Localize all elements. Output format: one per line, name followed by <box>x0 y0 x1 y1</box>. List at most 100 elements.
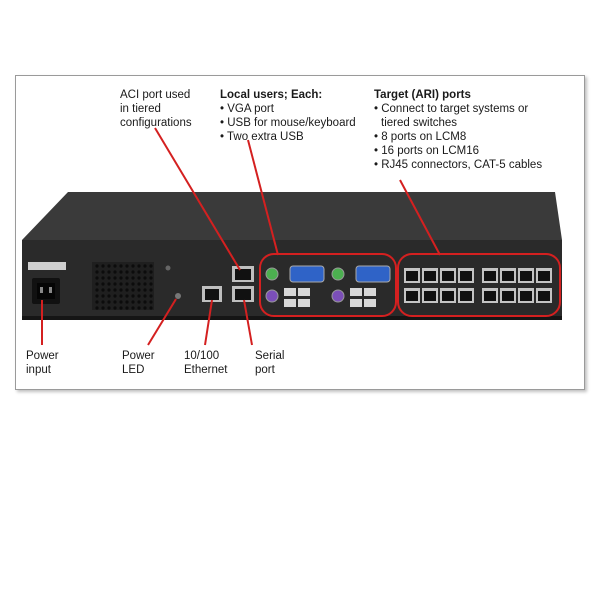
rj45-port-opening <box>406 291 418 301</box>
vent-hole <box>95 270 99 274</box>
vent-hole <box>125 300 129 304</box>
vent-hole <box>131 288 135 292</box>
vent-hole <box>95 276 99 280</box>
vent-hole <box>119 300 123 304</box>
aci-port <box>232 266 254 282</box>
vent-hole <box>107 276 111 280</box>
vent-hole <box>143 306 147 310</box>
vent-hole <box>95 306 99 310</box>
label-power-input: Power input <box>26 350 59 376</box>
vent-hole <box>95 300 99 304</box>
rj45-port-opening <box>424 291 436 301</box>
vent-hole <box>113 306 117 310</box>
rj45-port-opening <box>484 271 496 281</box>
local-user-ports-2 <box>331 265 391 307</box>
vent-hole <box>107 270 111 274</box>
chassis-bottom-edge <box>22 316 562 320</box>
rj45-port-opening <box>424 271 436 281</box>
vent-hole <box>101 264 105 268</box>
label-ethernet: 10/100 Ethernet <box>184 350 228 376</box>
vent-hole <box>107 306 111 310</box>
pointer-ethernet <box>204 299 213 346</box>
rj45-port-opening <box>520 271 532 281</box>
vent-hole <box>137 306 141 310</box>
vent-hole <box>137 288 141 292</box>
vent-hole <box>107 300 111 304</box>
pointer-target-ports <box>399 179 441 256</box>
rj45-port-opening <box>442 291 454 301</box>
pointer-serial <box>243 299 253 346</box>
vent-hole <box>131 270 135 274</box>
vent-hole <box>113 282 117 286</box>
vent-hole <box>143 288 147 292</box>
target-ari-ports <box>404 268 552 303</box>
label-serial-port: Serial port <box>255 350 285 376</box>
vent-hole <box>125 276 129 280</box>
vent-hole <box>119 282 123 286</box>
vent-hole <box>131 264 135 268</box>
vent-hole <box>125 306 129 310</box>
vent-hole <box>149 264 153 268</box>
rj45-port-opening <box>502 271 514 281</box>
vent-hole <box>131 276 135 280</box>
vent-hole <box>143 264 147 268</box>
rj45-port-opening <box>538 291 550 301</box>
vent-hole <box>137 276 141 280</box>
vent-hole <box>143 300 147 304</box>
vent-hole <box>137 282 141 286</box>
vent-hole <box>113 270 117 274</box>
vent-hole <box>149 270 153 274</box>
vent-hole <box>101 288 105 292</box>
label-target-ports: Target (ARI) ports • Connect to target s… <box>374 89 543 171</box>
rj45-port-opening <box>460 271 472 281</box>
vent-hole <box>149 282 153 286</box>
vent-hole <box>101 270 105 274</box>
vent-hole <box>107 264 111 268</box>
vent-hole <box>113 300 117 304</box>
vent-hole <box>131 282 135 286</box>
vent-hole <box>119 270 123 274</box>
local-user-ports-1 <box>265 265 325 307</box>
vent-hole <box>143 276 147 280</box>
ethernet-port <box>202 286 222 302</box>
rating-label <box>28 262 66 270</box>
rj45-port-opening <box>406 271 418 281</box>
vent-hole <box>143 270 147 274</box>
pointer-power-led <box>147 298 177 346</box>
vent-hole <box>119 276 123 280</box>
vent-hole <box>101 276 105 280</box>
vent-hole <box>95 282 99 286</box>
vent-hole <box>131 300 135 304</box>
vent-hole <box>125 264 129 268</box>
pointer-lines <box>41 127 441 346</box>
vent-hole <box>113 276 117 280</box>
vent-hole <box>119 288 123 292</box>
vent-hole <box>125 294 129 298</box>
power-led <box>175 293 181 299</box>
vent-hole <box>131 294 135 298</box>
vent-hole <box>113 294 117 298</box>
vent-hole <box>113 264 117 268</box>
vent-hole <box>101 306 105 310</box>
rj45-port-opening <box>442 271 454 281</box>
serial-port <box>232 286 254 302</box>
vent-hole <box>149 276 153 280</box>
vent-hole <box>101 294 105 298</box>
rj45-port-opening <box>460 291 472 301</box>
vent-hole <box>95 288 99 292</box>
vent-hole <box>137 264 141 268</box>
vent-hole <box>107 282 111 286</box>
vent-hole <box>149 300 153 304</box>
vent-hole <box>143 282 147 286</box>
vent-hole <box>107 288 111 292</box>
rj45-port-opening <box>484 291 496 301</box>
vent-hole <box>101 300 105 304</box>
vent-hole <box>101 282 105 286</box>
power-input-socket <box>32 278 60 304</box>
rj45-port-opening <box>538 271 550 281</box>
pointer-local-users <box>247 139 279 256</box>
vent-hole <box>131 306 135 310</box>
label-local-users: Local users; Each: • VGA port • USB for … <box>220 89 356 143</box>
fan-vent <box>92 262 154 310</box>
